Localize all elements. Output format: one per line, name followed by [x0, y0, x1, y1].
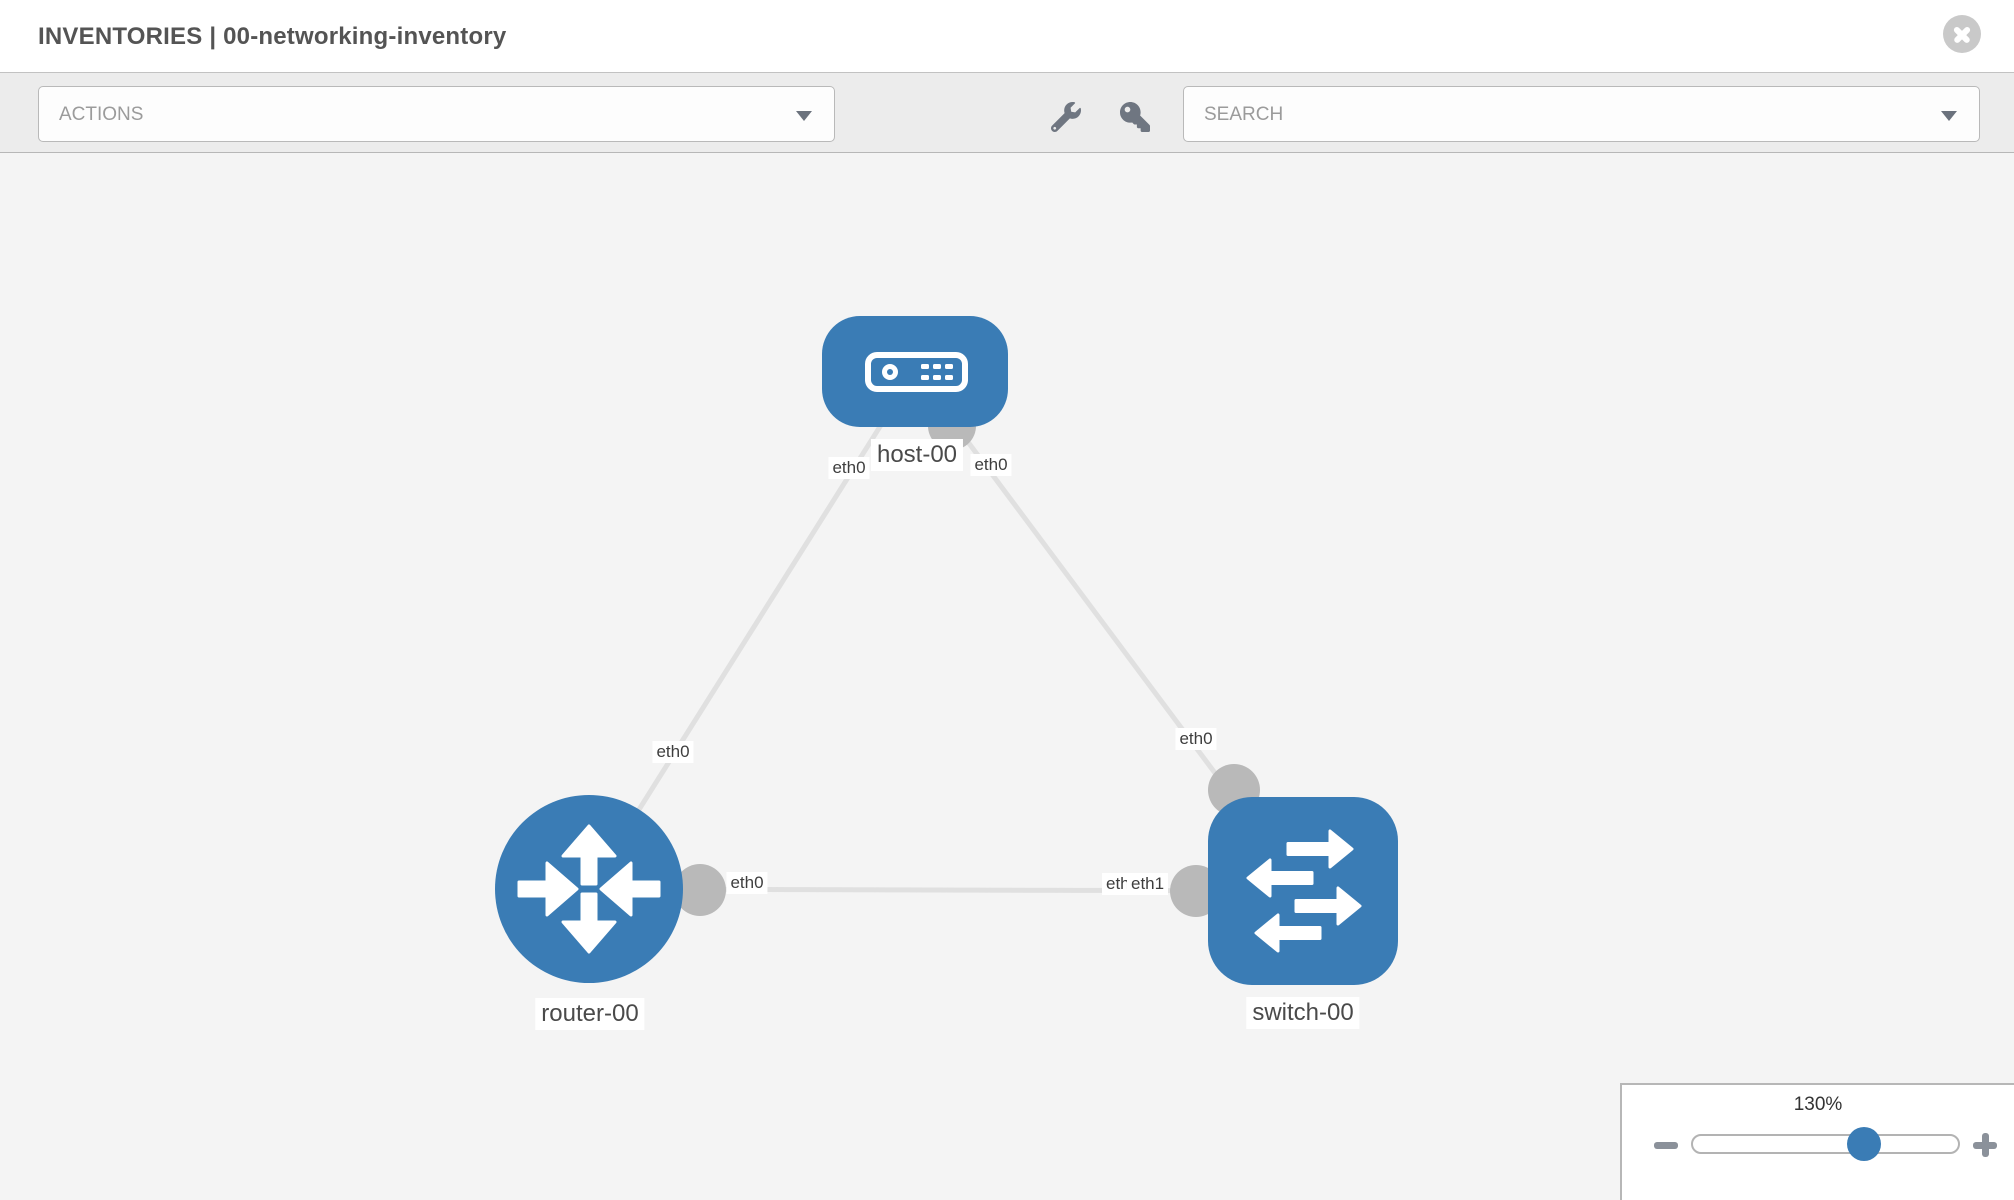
node-label-switch: switch-00: [1246, 997, 1360, 1029]
node-host[interactable]: [822, 316, 1008, 427]
interface-label: eth1: [1127, 873, 1169, 895]
wrench-icon[interactable]: [1051, 102, 1081, 132]
zoom-slider-handle[interactable]: [1847, 1127, 1881, 1161]
node-label-host: host-00: [870, 439, 964, 471]
actions-dropdown-placeholder: ACTIONS: [59, 104, 144, 125]
interface-label: eth0: [726, 872, 768, 894]
toolbar: ACTIONS SEARCH: [0, 72, 2014, 153]
interface-label: eth0: [652, 741, 694, 763]
node-router[interactable]: [495, 795, 683, 983]
host-icon: [865, 352, 968, 392]
page-title: INVENTORIES | 00-networking-inventory: [38, 23, 507, 50]
node-label-router: router-00: [535, 998, 645, 1030]
zoom-level: 130%: [1793, 1094, 1843, 1115]
switch-icon: [1246, 829, 1362, 953]
interface-label: eth0: [970, 454, 1012, 476]
zoom-control-panel: 130%: [1620, 1083, 2014, 1200]
interface-label: eth0: [828, 457, 870, 479]
caret-down-icon: [1941, 111, 1957, 121]
key-icon[interactable]: [1120, 102, 1150, 132]
search-dropdown[interactable]: SEARCH: [1183, 86, 1980, 142]
interface-label: eth0: [1175, 728, 1217, 750]
search-dropdown-placeholder: SEARCH: [1204, 104, 1284, 125]
topology-svg: [495, 316, 1398, 985]
panel-header: INVENTORIES | 00-networking-inventory: [0, 0, 2014, 72]
topology-canvas[interactable]: eth0 eth0 eth0 eth0 eth0 eth0 eth1 host-…: [0, 154, 2014, 1200]
actions-dropdown[interactable]: ACTIONS: [38, 86, 835, 142]
minus-icon[interactable]: [1649, 1128, 1683, 1162]
zoom-slider-track[interactable]: [1691, 1134, 1960, 1154]
caret-down-icon: [796, 111, 812, 121]
router-icon: [517, 824, 661, 954]
node-switch[interactable]: [1208, 797, 1398, 985]
endpoint-router-switch-link: [674, 864, 726, 916]
plus-icon[interactable]: [1968, 1128, 2002, 1162]
close-icon[interactable]: [1943, 15, 1981, 53]
